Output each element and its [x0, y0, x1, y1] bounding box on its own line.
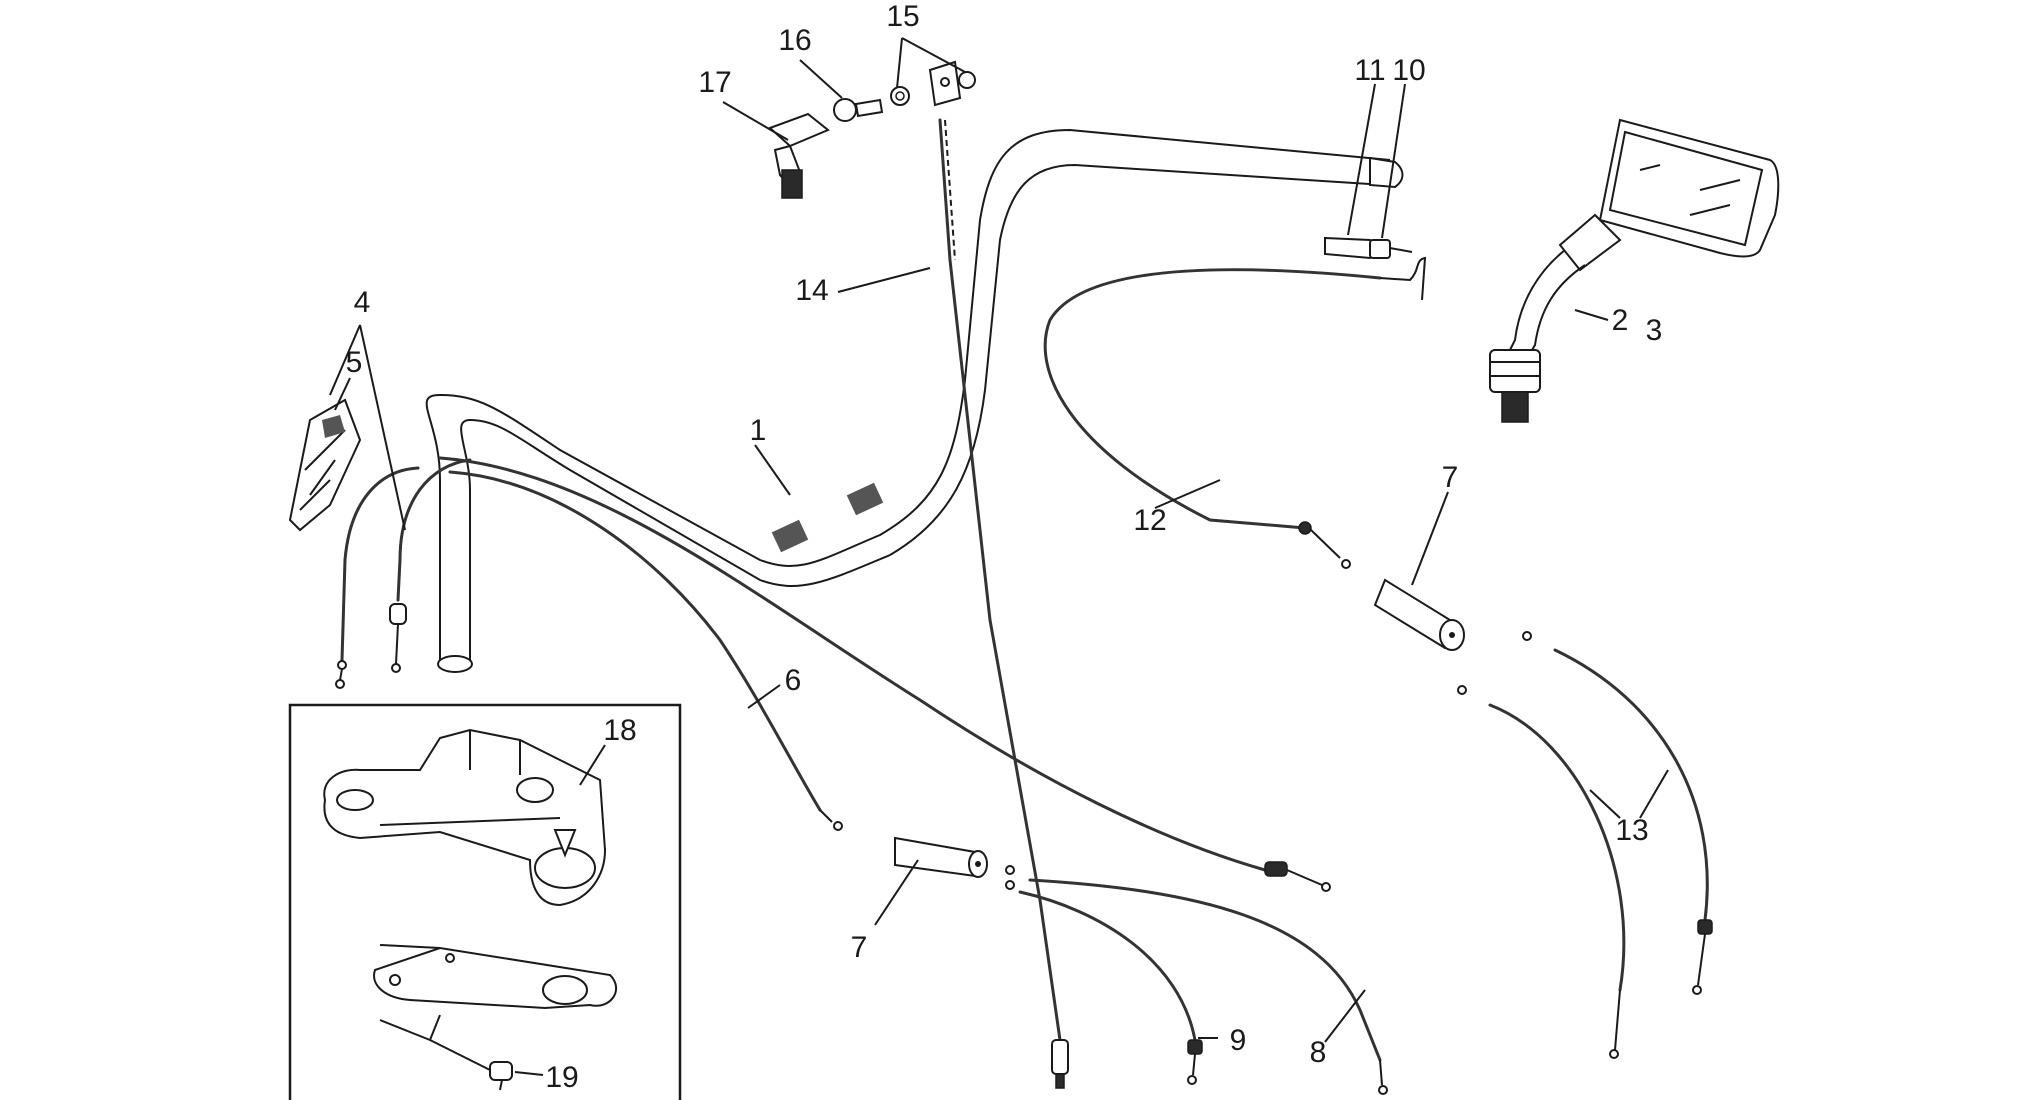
- callout-7-right: 7: [1442, 461, 1459, 494]
- callout-10: 10: [1392, 54, 1425, 87]
- cable-5: [389, 458, 472, 673]
- cable-14: [928, 60, 1069, 1089]
- lever-bracket: [288, 398, 362, 532]
- callout-8: 8: [1310, 1036, 1327, 1069]
- cable-12: [1043, 256, 1427, 569]
- switch-assembly: [1324, 236, 1413, 260]
- callout-5: 5: [346, 346, 363, 379]
- callout-11: 11: [1354, 54, 1385, 87]
- twist-grip-right: [1373, 578, 1465, 651]
- handlebar: [425, 128, 1404, 673]
- callout-13: 13: [1615, 814, 1648, 847]
- inset-panel: [288, 703, 682, 1100]
- callout-15: 15: [886, 0, 919, 33]
- callout-6: 6: [785, 664, 802, 697]
- cable-long: [438, 456, 1331, 892]
- callout-4: 4: [354, 286, 371, 319]
- callout-3: 3: [1646, 314, 1663, 347]
- callout-18: 18: [603, 714, 636, 747]
- cable-8: [1028, 878, 1388, 1095]
- callout-12: 12: [1133, 504, 1166, 537]
- cable-9: [1005, 865, 1203, 1085]
- callout-17: 17: [698, 66, 731, 99]
- callout-2: 2: [1612, 304, 1629, 337]
- callout-labels: 1 2 3 4 5 6 7 7 8 9 10 11 12 13 14 15 16…: [346, 0, 1663, 1094]
- callout-9: 9: [1230, 1024, 1247, 1057]
- cable-6: [448, 470, 843, 831]
- callout-14: 14: [795, 274, 828, 307]
- mirror: [1489, 118, 1780, 423]
- twist-grip-left: [894, 836, 988, 878]
- callout-16: 16: [778, 24, 811, 57]
- cable-13: [1457, 631, 1713, 1059]
- cable-4: [335, 466, 420, 689]
- callout-1: 1: [750, 414, 767, 447]
- callout-19: 19: [545, 1061, 578, 1094]
- leader-lines: [329, 37, 1669, 1076]
- callout-7-left: 7: [851, 931, 868, 964]
